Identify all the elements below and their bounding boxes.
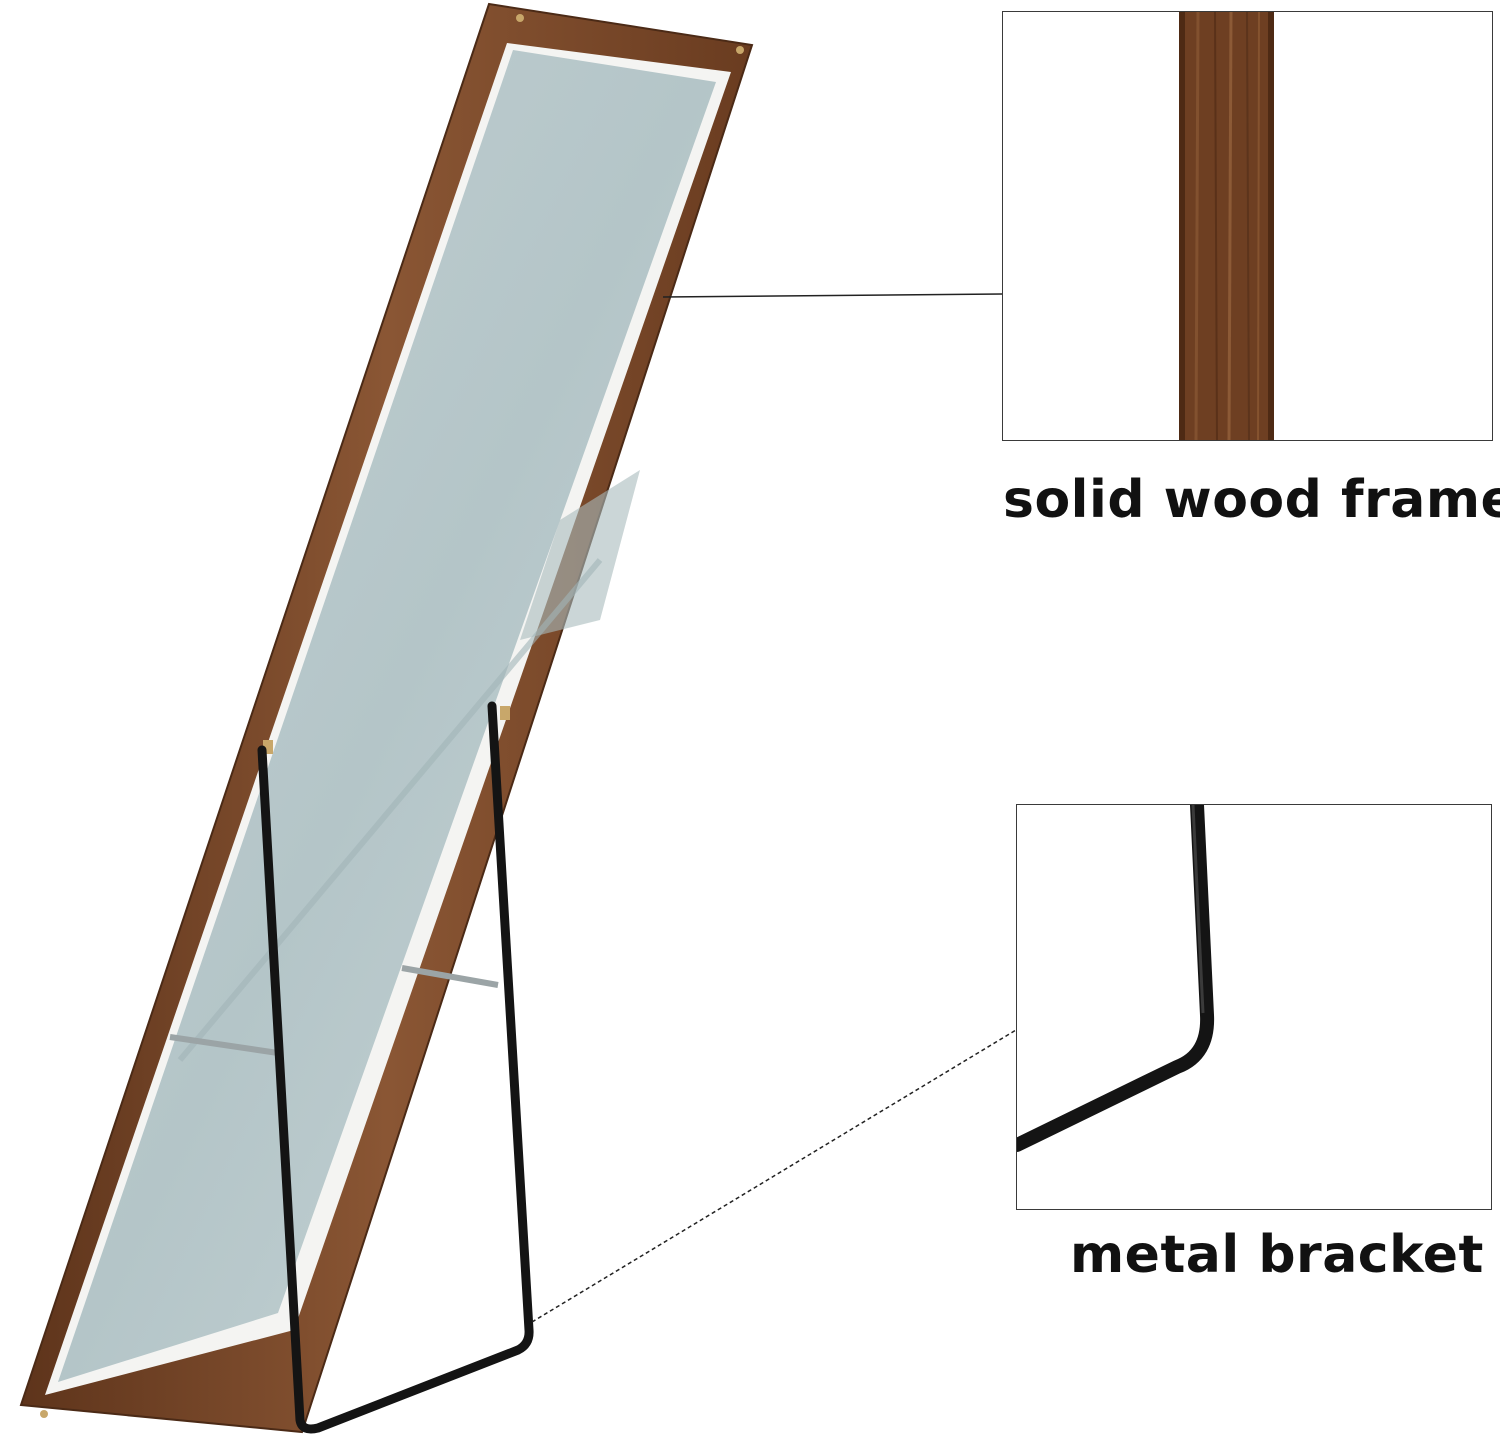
glass-reflection xyxy=(520,470,640,640)
metal-bracket-detail-panel xyxy=(1016,804,1492,1210)
bent-bracket-icon xyxy=(1017,805,1215,1152)
wood-grain-icon xyxy=(1179,12,1274,440)
corner-screw xyxy=(736,46,744,54)
hinge-clip xyxy=(500,706,510,720)
callout-label-wood-frame: solid wood frame xyxy=(1003,470,1500,530)
leader-line-bracket xyxy=(531,1029,1017,1323)
metal-bracket xyxy=(257,701,534,1434)
support-strut xyxy=(169,1034,279,1056)
corner-screw xyxy=(40,1410,48,1418)
corner-screw xyxy=(516,14,524,22)
reflection-line xyxy=(177,558,603,1062)
hinge-clip xyxy=(263,740,273,754)
callout-label-metal-bracket: metal bracket xyxy=(1070,1225,1484,1285)
leader-line-frame xyxy=(662,293,1003,298)
support-strut xyxy=(401,965,499,988)
mirror-glass xyxy=(58,50,716,1382)
wood-frame-detail-panel xyxy=(1002,11,1493,441)
